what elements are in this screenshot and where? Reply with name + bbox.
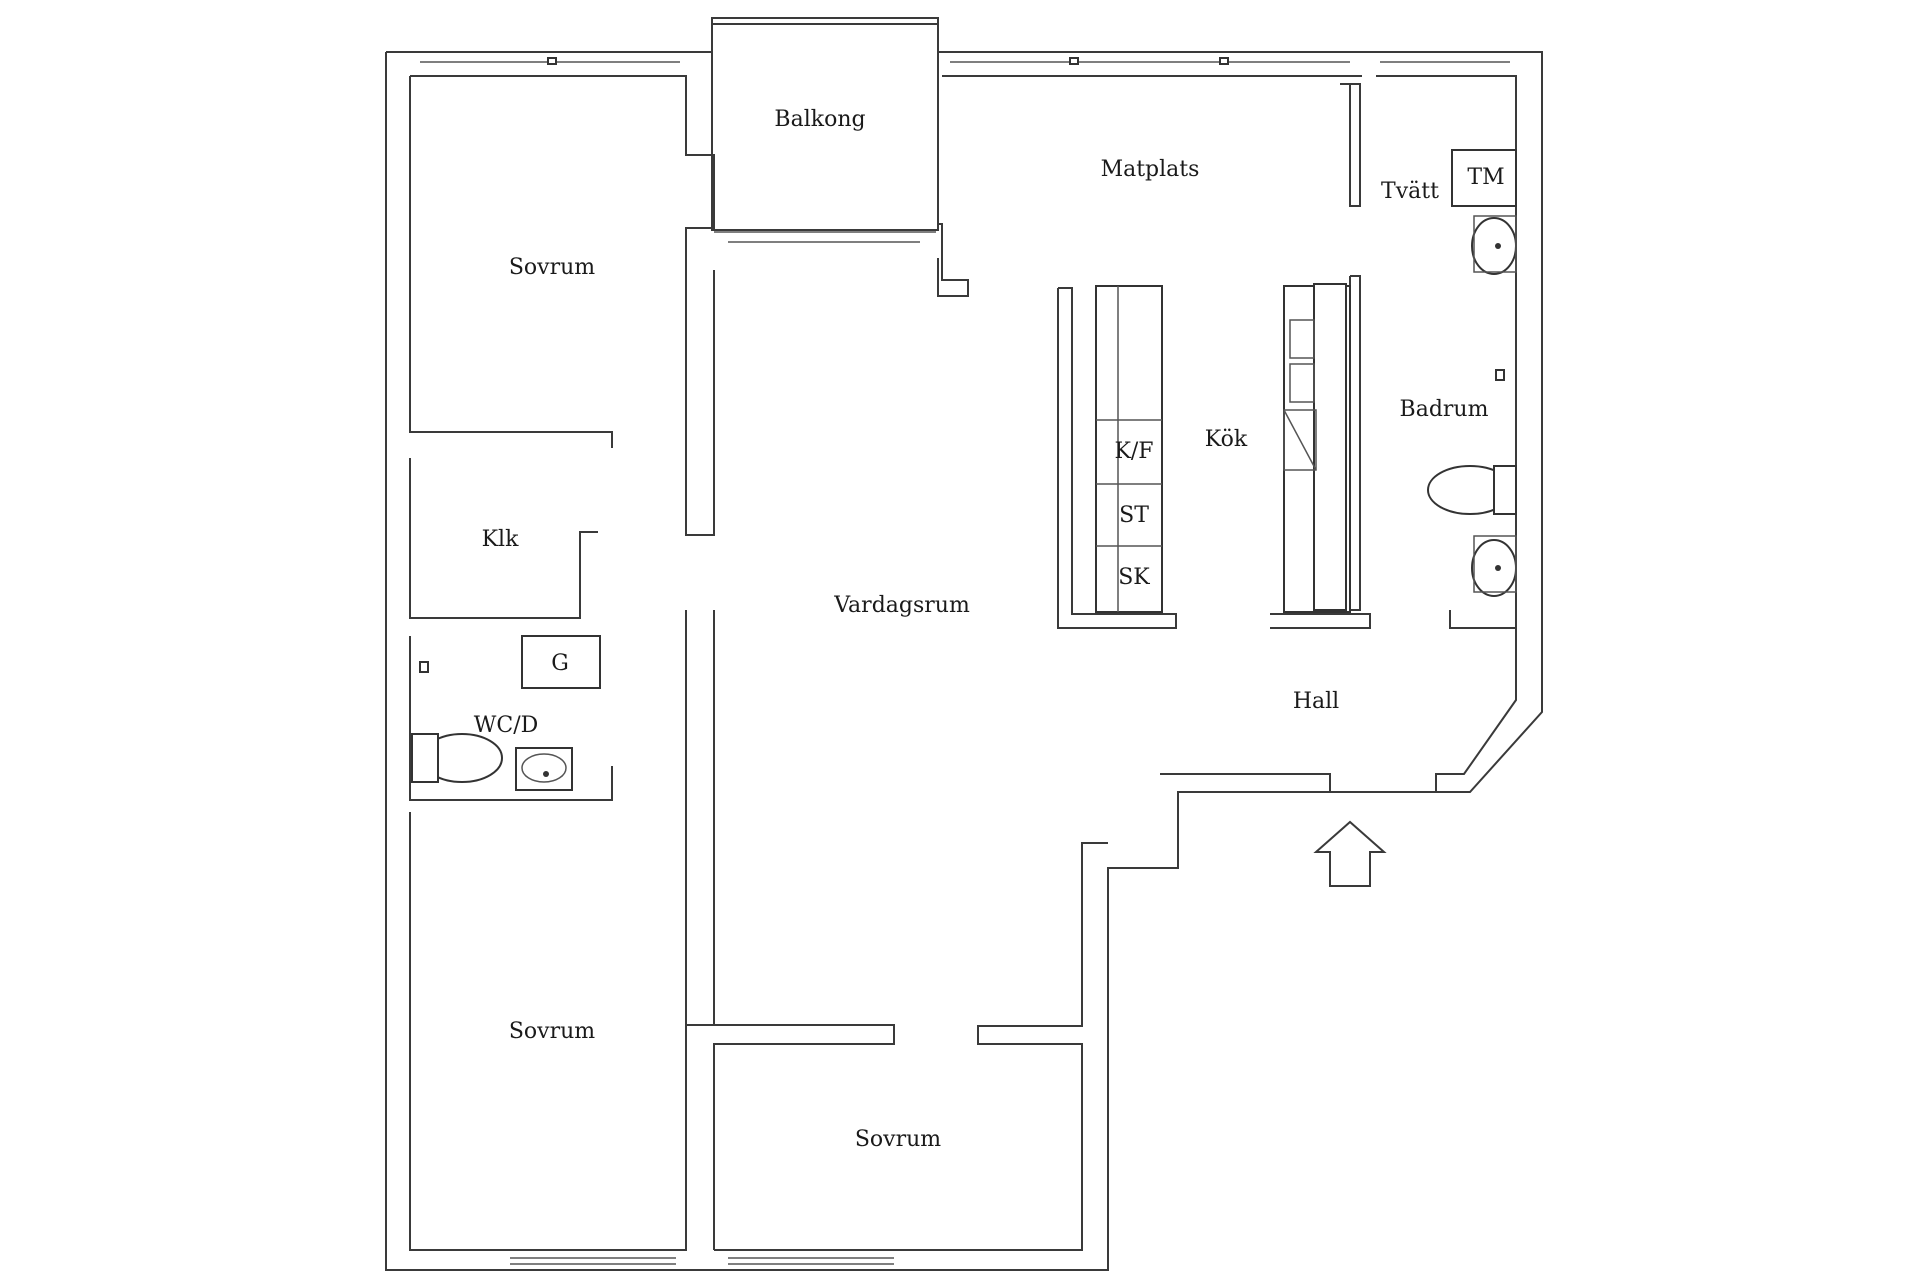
label-vardagsrum: Vardagsrum bbox=[833, 593, 970, 618]
balcony bbox=[711, 23, 969, 297]
label-balkong: Balkong bbox=[774, 107, 865, 132]
label-tm: TM bbox=[1467, 165, 1504, 190]
label-klk: Klk bbox=[482, 527, 519, 552]
interior-walls bbox=[685, 83, 1371, 1250]
label-kf: K/F bbox=[1114, 439, 1153, 464]
label-sovrum-bottom-middle: Sovrum bbox=[855, 1127, 941, 1152]
outer-walls bbox=[385, 17, 1543, 1271]
bathroom-fixtures bbox=[1427, 149, 1517, 597]
label-st: ST bbox=[1119, 503, 1149, 528]
entrance-arrow-icon bbox=[1313, 820, 1387, 887]
label-hall: Hall bbox=[1293, 689, 1339, 714]
label-sk: SK bbox=[1118, 565, 1150, 590]
windows bbox=[420, 57, 1510, 1265]
label-kok: Kök bbox=[1205, 427, 1248, 452]
label-sovrum-top-left: Sovrum bbox=[509, 255, 595, 280]
label-matplats: Matplats bbox=[1101, 157, 1200, 182]
label-badrum: Badrum bbox=[1400, 397, 1489, 422]
wc-fixtures bbox=[411, 635, 601, 791]
label-sovrum-bottom-left: Sovrum bbox=[509, 1019, 595, 1044]
label-wcd: WC/D bbox=[474, 713, 539, 738]
room-labels: Balkong Matplats Tvätt TM Sovrum Kök K/F… bbox=[474, 107, 1505, 1152]
label-tvatt: Tvätt bbox=[1381, 179, 1439, 204]
kitchen-counters bbox=[1095, 283, 1351, 613]
label-g: G bbox=[551, 651, 569, 676]
